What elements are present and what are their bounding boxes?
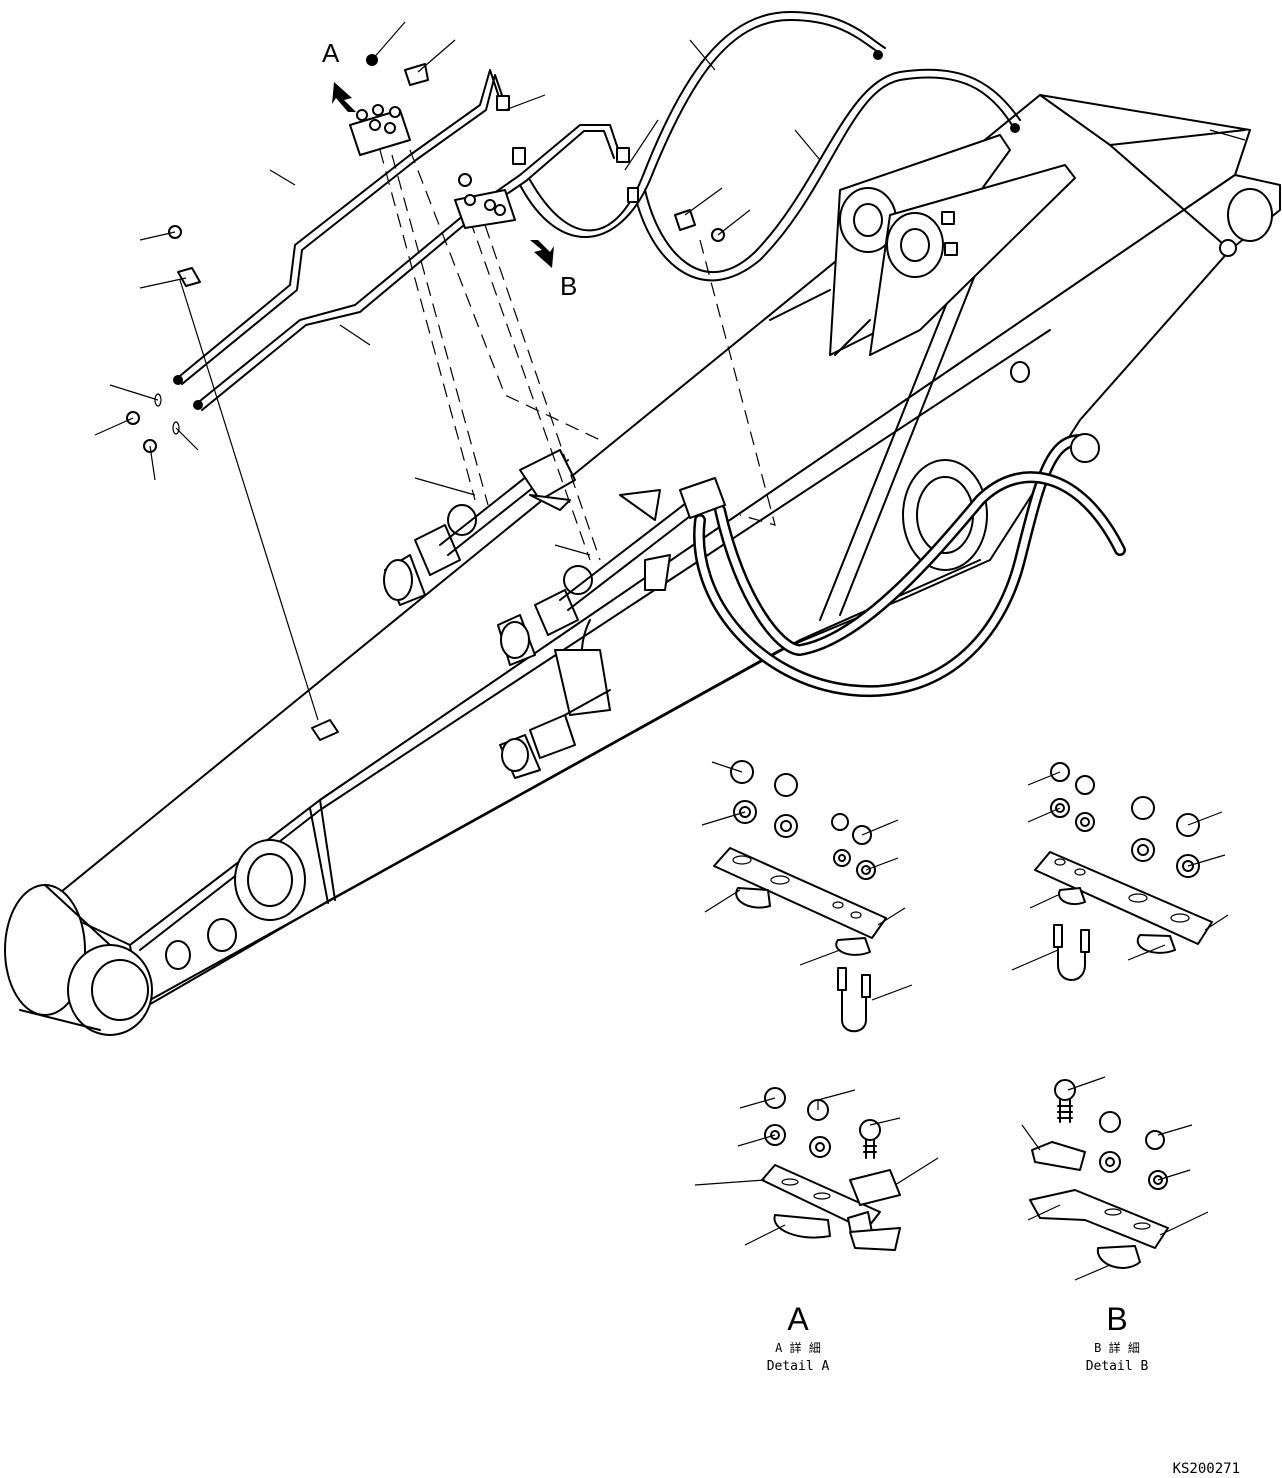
steel-tubes xyxy=(173,69,639,411)
view-label-b: B xyxy=(560,271,577,301)
leader-lines xyxy=(94,21,1246,556)
drawing-code: KS200271 xyxy=(1173,1461,1240,1477)
detail-a-letter: A xyxy=(787,1301,809,1337)
boom-assembly xyxy=(4,94,1281,1036)
detail-b-jp-caption: B 詳 細 xyxy=(1094,1340,1140,1355)
valve-blocks xyxy=(383,433,1100,779)
detail-cluster-2 xyxy=(1011,762,1229,981)
detail-cluster-1 xyxy=(701,760,913,1033)
detail-a-en-caption: Detail A xyxy=(767,1359,830,1374)
clamp-parts-upper xyxy=(126,54,725,453)
view-label-a: A xyxy=(322,38,340,68)
hydraulic-hoses xyxy=(519,11,1126,698)
detail-b-en-caption: Detail B xyxy=(1086,1359,1149,1374)
detail-b-letter: B xyxy=(1106,1301,1127,1337)
view-arrows xyxy=(332,82,554,268)
detail-a-drawing xyxy=(694,1087,939,1251)
detail-b-drawing xyxy=(1021,1076,1209,1281)
assembly-leaders xyxy=(179,149,776,721)
detail-a-jp-caption: A 詳 細 xyxy=(775,1340,821,1355)
